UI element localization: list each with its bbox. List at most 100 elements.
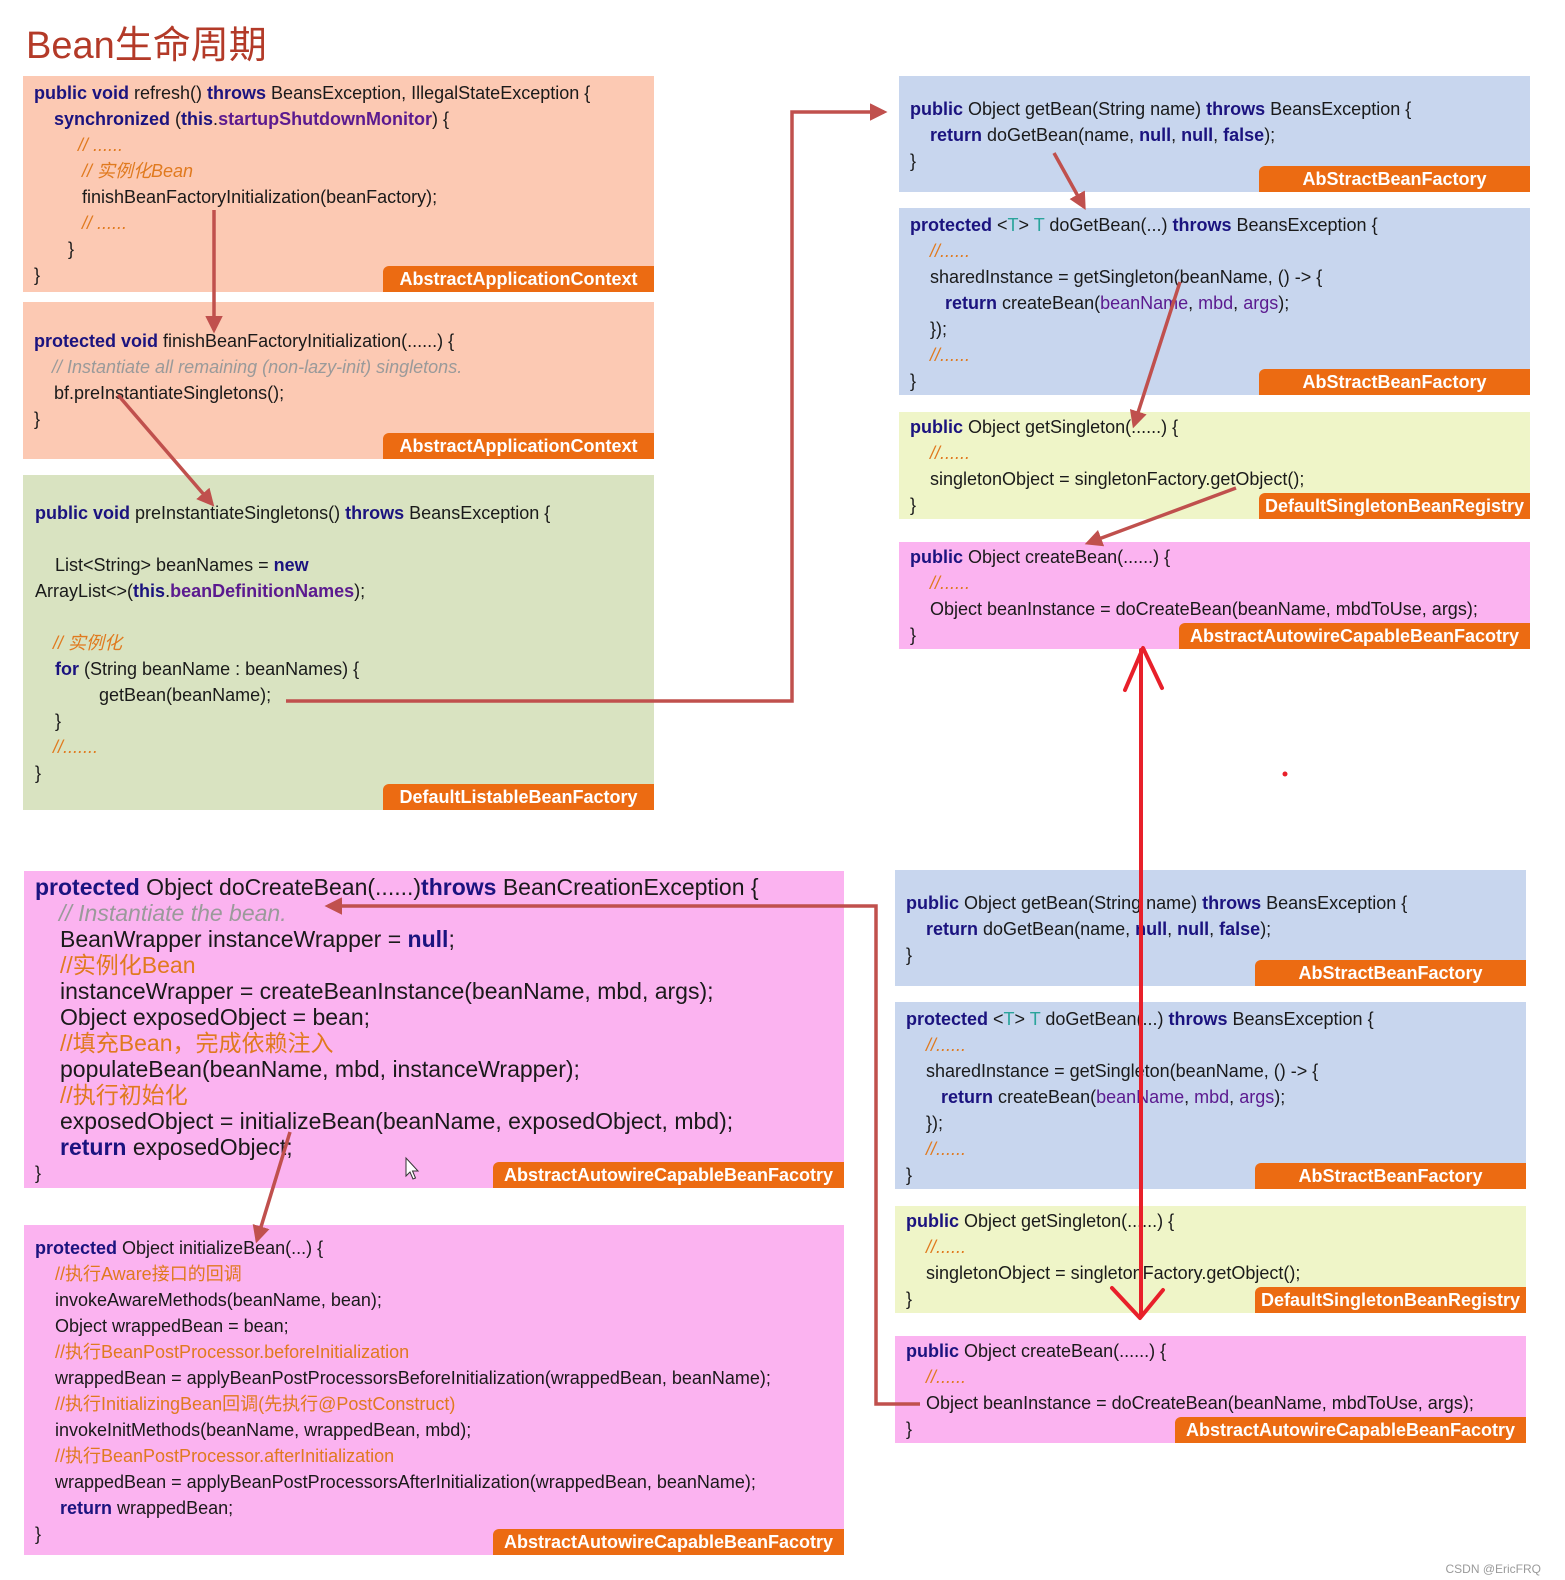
preinst-line-9: } <box>35 763 42 783</box>
dogetbean-line-5: }); <box>926 1113 944 1133</box>
getsingleton-box-top: public Object getSingleton(......) { //.… <box>899 412 1530 519</box>
getsingleton-line-3: singletonObject = singletonFactory.getOb… <box>930 469 1305 489</box>
refresh-line-8: } <box>34 265 41 285</box>
init-line-7: //执行InitializingBean回调(先执行@PostConstruct… <box>55 1394 456 1414</box>
getbean-line-1: public Object getBean(String name) throw… <box>906 893 1408 913</box>
dogetbean-line-6: //...... <box>930 345 971 365</box>
init-line-5: //执行BeanPostProcessor.beforeInitializati… <box>55 1342 410 1362</box>
dogetbean-line-4: return createBean(beanName, mbd, args); <box>941 1087 1286 1107</box>
dogetbean-line-5: }); <box>930 319 948 339</box>
dogetbean-line-2: //...... <box>926 1035 967 1055</box>
refresh-line-1: public void refresh() throws BeansExcept… <box>34 83 591 103</box>
getbean-line-2: return doGetBean(name, null, null, false… <box>926 919 1272 939</box>
init-line-11: return wrappedBean; <box>60 1498 234 1518</box>
dogetbean-line-7: } <box>906 1165 913 1185</box>
dogetbean-box-bottom: protected <T> T doGetBean(...) throws Be… <box>895 1002 1526 1189</box>
createbean-line-4: } <box>906 1419 913 1439</box>
init-line-12: } <box>35 1524 42 1544</box>
init-line-1: protected Object initializeBean(...) { <box>35 1238 324 1258</box>
init-line-9: //执行BeanPostProcessor.afterInitializatio… <box>55 1446 395 1466</box>
refresh-line-4: // 实例化Bean <box>82 161 194 181</box>
docreate-line-9: //执行初始化 <box>60 1082 188 1108</box>
docreate-line-2: // Instantiate the bean. <box>59 900 287 926</box>
refresh-line-5: finishBeanFactoryInitialization(beanFact… <box>82 187 438 207</box>
getsingleton-line-3: singletonObject = singletonFactory.getOb… <box>926 1263 1301 1283</box>
class-tag: AbstractAutowireCapableBeanFacotry <box>1175 1417 1526 1443</box>
preinst-line-2: List<String> beanNames = new <box>55 555 309 575</box>
red-dot <box>1282 771 1288 777</box>
class-tag: AbStractBeanFactory <box>1259 166 1530 192</box>
dogetbean-box-top: protected <T> T doGetBean(...) throws Be… <box>899 208 1530 395</box>
preinst-line-4: // 实例化 <box>53 633 123 653</box>
init-line-8: invokeInitMethods(beanName, wrappedBean,… <box>55 1420 472 1440</box>
createbean-line-3: Object beanInstance = doCreateBean(beanN… <box>930 599 1478 619</box>
getsingleton-line-1: public Object getSingleton(......) { <box>910 417 1179 437</box>
finish-line-1: protected void finishBeanFactoryInitiali… <box>34 331 455 351</box>
init-line-2: //执行Aware接口的回调 <box>55 1264 242 1284</box>
dogetbean-line-1: protected <T> T doGetBean(...) throws Be… <box>910 215 1378 235</box>
dogetbean-line-7: } <box>910 371 917 391</box>
preinst-line-1: public void preInstantiateSingletons() t… <box>35 503 551 523</box>
getbean-line-3: } <box>910 151 917 171</box>
refresh-line-7: } <box>68 239 75 259</box>
getbean-box-bottom: public Object getBean(String name) throw… <box>895 870 1526 986</box>
dogetbean-line-4: return createBean(beanName, mbd, args); <box>945 293 1290 313</box>
preinst-line-8: //....... <box>53 737 99 757</box>
createbean-line-1: public Object createBean(......) { <box>906 1341 1167 1361</box>
docreatebean-box: protected Object doCreateBean(......)thr… <box>24 871 844 1188</box>
class-tag: AbstractAutowireCapableBeanFacotry <box>493 1162 844 1188</box>
class-tag: DefaultSingletonBeanRegistry <box>1259 493 1530 519</box>
class-tag: AbstractAutowireCapableBeanFacotry <box>493 1529 844 1555</box>
createbean-line-3: Object beanInstance = doCreateBean(beanN… <box>926 1393 1474 1413</box>
preinst-line-3: ArrayList<>(this.beanDefinitionNames); <box>35 581 366 601</box>
init-line-10: wrappedBean = applyBeanPostProcessorsAft… <box>55 1472 756 1492</box>
watermark: CSDN @EricFRQ <box>1445 1562 1541 1576</box>
getsingleton-line-2: //...... <box>930 443 971 463</box>
getsingleton-box-bottom: public Object getSingleton(......) { //.… <box>895 1206 1526 1313</box>
refresh-line-3: // ...... <box>78 135 124 155</box>
createbean-line-2: //...... <box>926 1367 967 1387</box>
preinst-line-5: for (String beanName : beanNames) { <box>55 659 360 679</box>
page-title: Bean生命周期 <box>26 25 267 67</box>
getbean-box-top: public Object getBean(String name) throw… <box>899 76 1530 192</box>
init-line-6: wrappedBean = applyBeanPostProcessorsBef… <box>55 1368 771 1388</box>
refresh-line-2: synchronized (this.startupShutdownMonito… <box>54 109 450 129</box>
preinst-line-7: } <box>55 711 62 731</box>
getbean-line-1: public Object getBean(String name) throw… <box>910 99 1412 119</box>
finish-line-2: // Instantiate all remaining (non-lazy-i… <box>52 357 463 377</box>
docreate-line-12: } <box>35 1163 42 1183</box>
finish-line-3: bf.preInstantiateSingletons(); <box>54 383 285 403</box>
class-tag: DefaultSingletonBeanRegistry <box>1255 1287 1526 1313</box>
createbean-box-top: public Object createBean(......) { //...… <box>899 542 1530 649</box>
preinstantiate-box: public void preInstantiateSingletons() t… <box>23 475 654 810</box>
getsingleton-line-4: } <box>906 1289 913 1309</box>
red-arrowhead-up-icon <box>1123 646 1164 692</box>
finish-init-box: protected void finishBeanFactoryInitiali… <box>23 302 654 459</box>
class-tag: AbStractBeanFactory <box>1259 369 1530 395</box>
finish-line-4: } <box>34 409 41 429</box>
class-tag: DefaultListableBeanFactory <box>383 784 654 810</box>
getsingleton-line-1: public Object getSingleton(......) { <box>906 1211 1175 1231</box>
getsingleton-line-2: //...... <box>926 1237 967 1257</box>
class-tag: AbStractBeanFactory <box>1255 960 1526 986</box>
createbean-line-4: } <box>910 625 917 645</box>
refresh-box: public void refresh() throws BeansExcept… <box>23 76 654 292</box>
docreate-line-1: protected Object doCreateBean(......)thr… <box>35 874 759 900</box>
docreate-line-6: Object exposedObject = bean; <box>60 1004 371 1030</box>
class-tag: AbStractBeanFactory <box>1255 1163 1526 1189</box>
class-tag: AbstractApplicationContext <box>383 433 654 459</box>
dogetbean-line-3: sharedInstance = getSingleton(beanName, … <box>930 267 1323 287</box>
preinst-line-6: getBean(beanName); <box>99 685 272 705</box>
createbean-line-2: //...... <box>930 573 971 593</box>
docreate-line-11: return exposedObject; <box>60 1134 293 1160</box>
class-tag: AbstractAutowireCapableBeanFacotry <box>1179 623 1530 649</box>
docreate-line-10: exposedObject = initializeBean(beanName,… <box>60 1108 734 1134</box>
initializebean-box: protected Object initializeBean(...) { /… <box>24 1225 844 1555</box>
dogetbean-line-3: sharedInstance = getSingleton(beanName, … <box>926 1061 1319 1081</box>
refresh-line-6: // ...... <box>82 213 128 233</box>
dogetbean-line-1: protected <T> T doGetBean(...) throws Be… <box>906 1009 1374 1029</box>
init-line-4: Object wrappedBean = bean; <box>55 1316 289 1336</box>
class-tag: AbstractApplicationContext <box>383 266 654 292</box>
docreate-line-4: //实例化Bean <box>60 952 196 978</box>
docreate-line-3: BeanWrapper instanceWrapper = null; <box>60 926 455 952</box>
